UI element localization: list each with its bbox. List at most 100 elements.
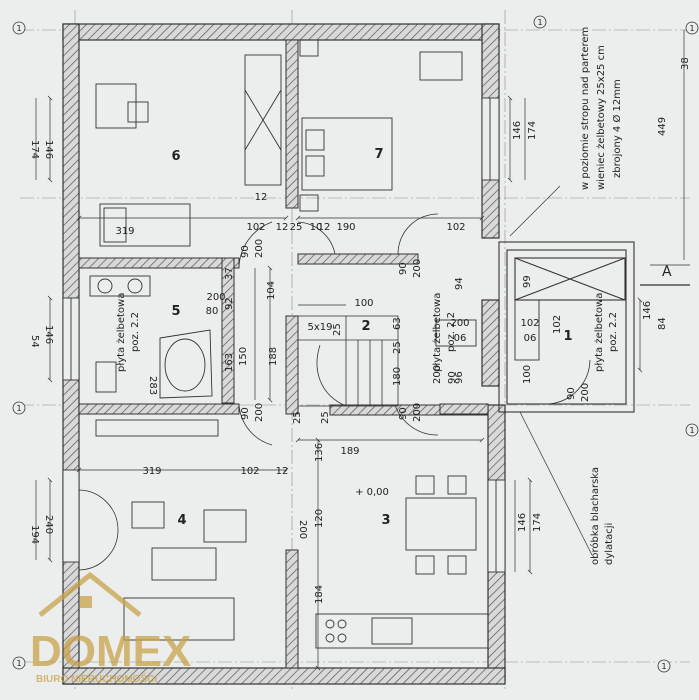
dim-200b: 200 (412, 259, 423, 278)
dim-12a: 12 (255, 192, 268, 203)
dim-146r2: 146 (642, 301, 653, 320)
dim-90b: 90 (398, 262, 409, 275)
dim-150: 150 (238, 347, 249, 366)
dim-200g: 200 (580, 383, 591, 402)
axis-marker-label: 1 (689, 24, 694, 33)
axis-marker-label: 1 (16, 659, 21, 668)
dim-190: 190 (336, 222, 355, 233)
dim-99: 99 (522, 275, 533, 288)
room-label-6: 6 (171, 149, 180, 164)
dim-194: 194 (29, 525, 40, 544)
dim-136: 136 (314, 443, 325, 462)
dim-188: 188 (268, 347, 279, 366)
dim-90c: 90 (240, 407, 251, 420)
interior-walls (78, 39, 489, 669)
dim-189: 189 (340, 446, 359, 457)
dim-90f: 90 (447, 371, 458, 384)
dim-37: 37 (224, 267, 235, 280)
dim-184: 184 (314, 585, 325, 604)
dim-146l1: 146 (43, 140, 54, 159)
room-label-4: 4 (177, 513, 186, 528)
dim-200d: 200 (450, 318, 469, 329)
dim-38: 38 (680, 57, 691, 70)
dim-102c: 102 (552, 315, 563, 334)
flashing-note: dylatacji (604, 523, 615, 565)
logo-subtitle: BIURO NIERUCHOMOŚCI (36, 672, 157, 685)
dim-94: 94 (454, 277, 465, 290)
axis-marker-label: 1 (537, 18, 542, 27)
dim-146r3: 146 (517, 513, 528, 532)
dim-06b: 06 (524, 333, 537, 344)
dim-319a: 319 (115, 226, 134, 237)
dimension-lines (35, 30, 690, 671)
dim-104: 104 (266, 281, 277, 300)
dim-5x19: 5x19 (307, 322, 332, 333)
dim-102b: 102 (446, 222, 465, 233)
axis-marker-label: 1 (661, 662, 666, 671)
dim-174r1: 174 (527, 121, 538, 140)
dim-54: 54 (29, 335, 40, 348)
dim-80: 80 (206, 306, 219, 317)
dim-25b: 25 (332, 323, 343, 336)
slab-label-pos: poz. 2.2 (130, 312, 141, 352)
dim-200f: 200 (412, 403, 423, 422)
dim-240: 240 (43, 515, 54, 534)
room-label-3: 3 (381, 513, 390, 528)
dim-100b: 100 (522, 365, 533, 384)
slab-label: płyta żelbetowa (432, 293, 443, 372)
dim-06a: 06 (454, 333, 467, 344)
dim-180: 180 (392, 367, 403, 386)
axis-marker-label: 1 (16, 24, 21, 33)
dim-100a: 100 (354, 298, 373, 309)
section-marker: A (640, 264, 690, 286)
dim-200i: 200 (297, 520, 308, 539)
door-swings (78, 213, 591, 571)
axis-markers (12, 15, 699, 673)
dim-000: + 0,00 (355, 487, 389, 498)
dim-96: 96 (454, 371, 465, 384)
dim-200e: 200 (254, 403, 265, 422)
dim-449: 449 (657, 117, 668, 136)
dim-12d: 12 (276, 466, 289, 477)
axis-marker-label: 1 (689, 426, 694, 435)
beam-note: wieniec żelbetowy 25x25 cm (596, 45, 607, 190)
dim-92: 92 (224, 297, 235, 310)
axis-marker-label: 1 (16, 404, 21, 413)
dim-200a: 200 (254, 239, 265, 258)
dim-25c: 25 (392, 341, 403, 354)
dim-174l1: 174 (29, 140, 40, 159)
dim-90a: 90 (240, 245, 251, 258)
dim-25d: 25 (292, 411, 303, 424)
dim-90d: 90 (398, 407, 409, 420)
dim-120: 120 (314, 509, 325, 528)
slab-label-pos: poz. 2.2 (608, 312, 619, 352)
slab-label: płyta żelbetowa (116, 293, 127, 372)
dim-319b: 319 (142, 466, 161, 477)
room-label-7: 7 (374, 147, 383, 162)
section-label: A (662, 264, 672, 280)
dim-200c: 200 (206, 292, 225, 303)
annex-walls (498, 241, 635, 413)
room-label-2: 2 (361, 319, 370, 334)
dim-12c: 12 (318, 222, 331, 233)
dim-102d: 102 (520, 318, 539, 329)
dim-102a: 102 (246, 222, 265, 233)
dim-102e: 102 (240, 466, 259, 477)
beam-note: zbrojony 4 Ø 12mm (611, 79, 623, 178)
dim-10: 10 (310, 222, 323, 233)
staircase (297, 304, 399, 407)
dim-25a: 25 (290, 222, 303, 233)
dim-146l2: 146 (43, 325, 54, 344)
slab-label: płyta żelbetowa (594, 293, 605, 372)
dim-163: 163 (224, 353, 235, 372)
room-label-5: 5 (171, 304, 180, 319)
slab-label-pos: poz. 2.2 (446, 312, 457, 352)
dim-174r3: 174 (532, 513, 543, 532)
dim-90e: 90 (566, 387, 577, 400)
domex-logo: DOMEX BIURO NIERUCHOMOŚCI (30, 571, 191, 685)
dim-146r1: 146 (512, 121, 523, 140)
room-label-1: 1 (563, 329, 572, 344)
dim-200h: 200 (432, 365, 443, 384)
dim-12b: 12 (276, 222, 289, 233)
